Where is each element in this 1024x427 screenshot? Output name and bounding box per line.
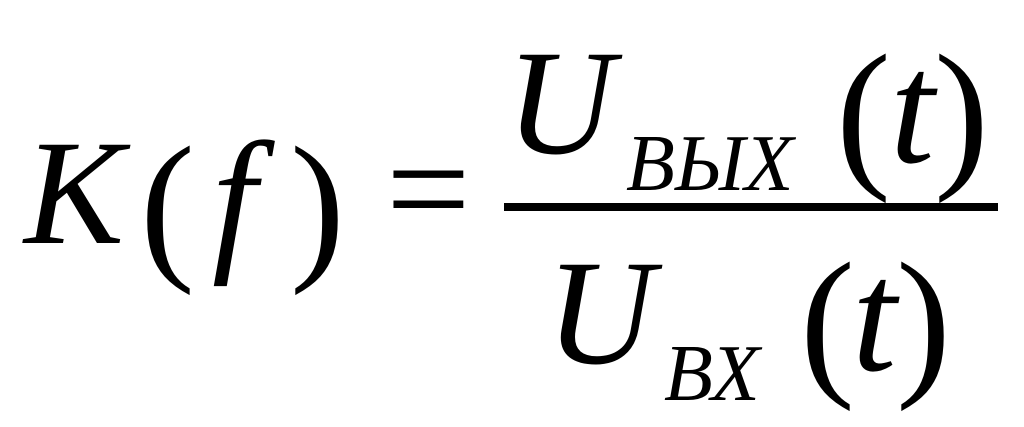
function-name-k: K [24,110,125,276]
denominator-variable-t: t [852,227,897,405]
denominator-open-paren: ( [800,229,855,412]
numerator-symbol-u: U [506,20,615,186]
fraction-bar [504,203,998,211]
denominator-subscript-input: ВХ [664,330,760,418]
lhs-open-paren: ( [140,113,195,296]
numerator-close-paren: ) [934,21,989,204]
denominator-symbol-u: U [546,230,655,396]
lhs-close-paren: ) [290,113,345,296]
lhs-variable-f: f [212,109,257,287]
numerator-open-paren: ( [836,21,891,204]
denominator-close-paren: ) [896,229,951,412]
numerator-variable-t: t [890,19,935,197]
numerator-subscript-output: ВЫХ [626,120,794,208]
equals-sign: = [386,106,471,272]
